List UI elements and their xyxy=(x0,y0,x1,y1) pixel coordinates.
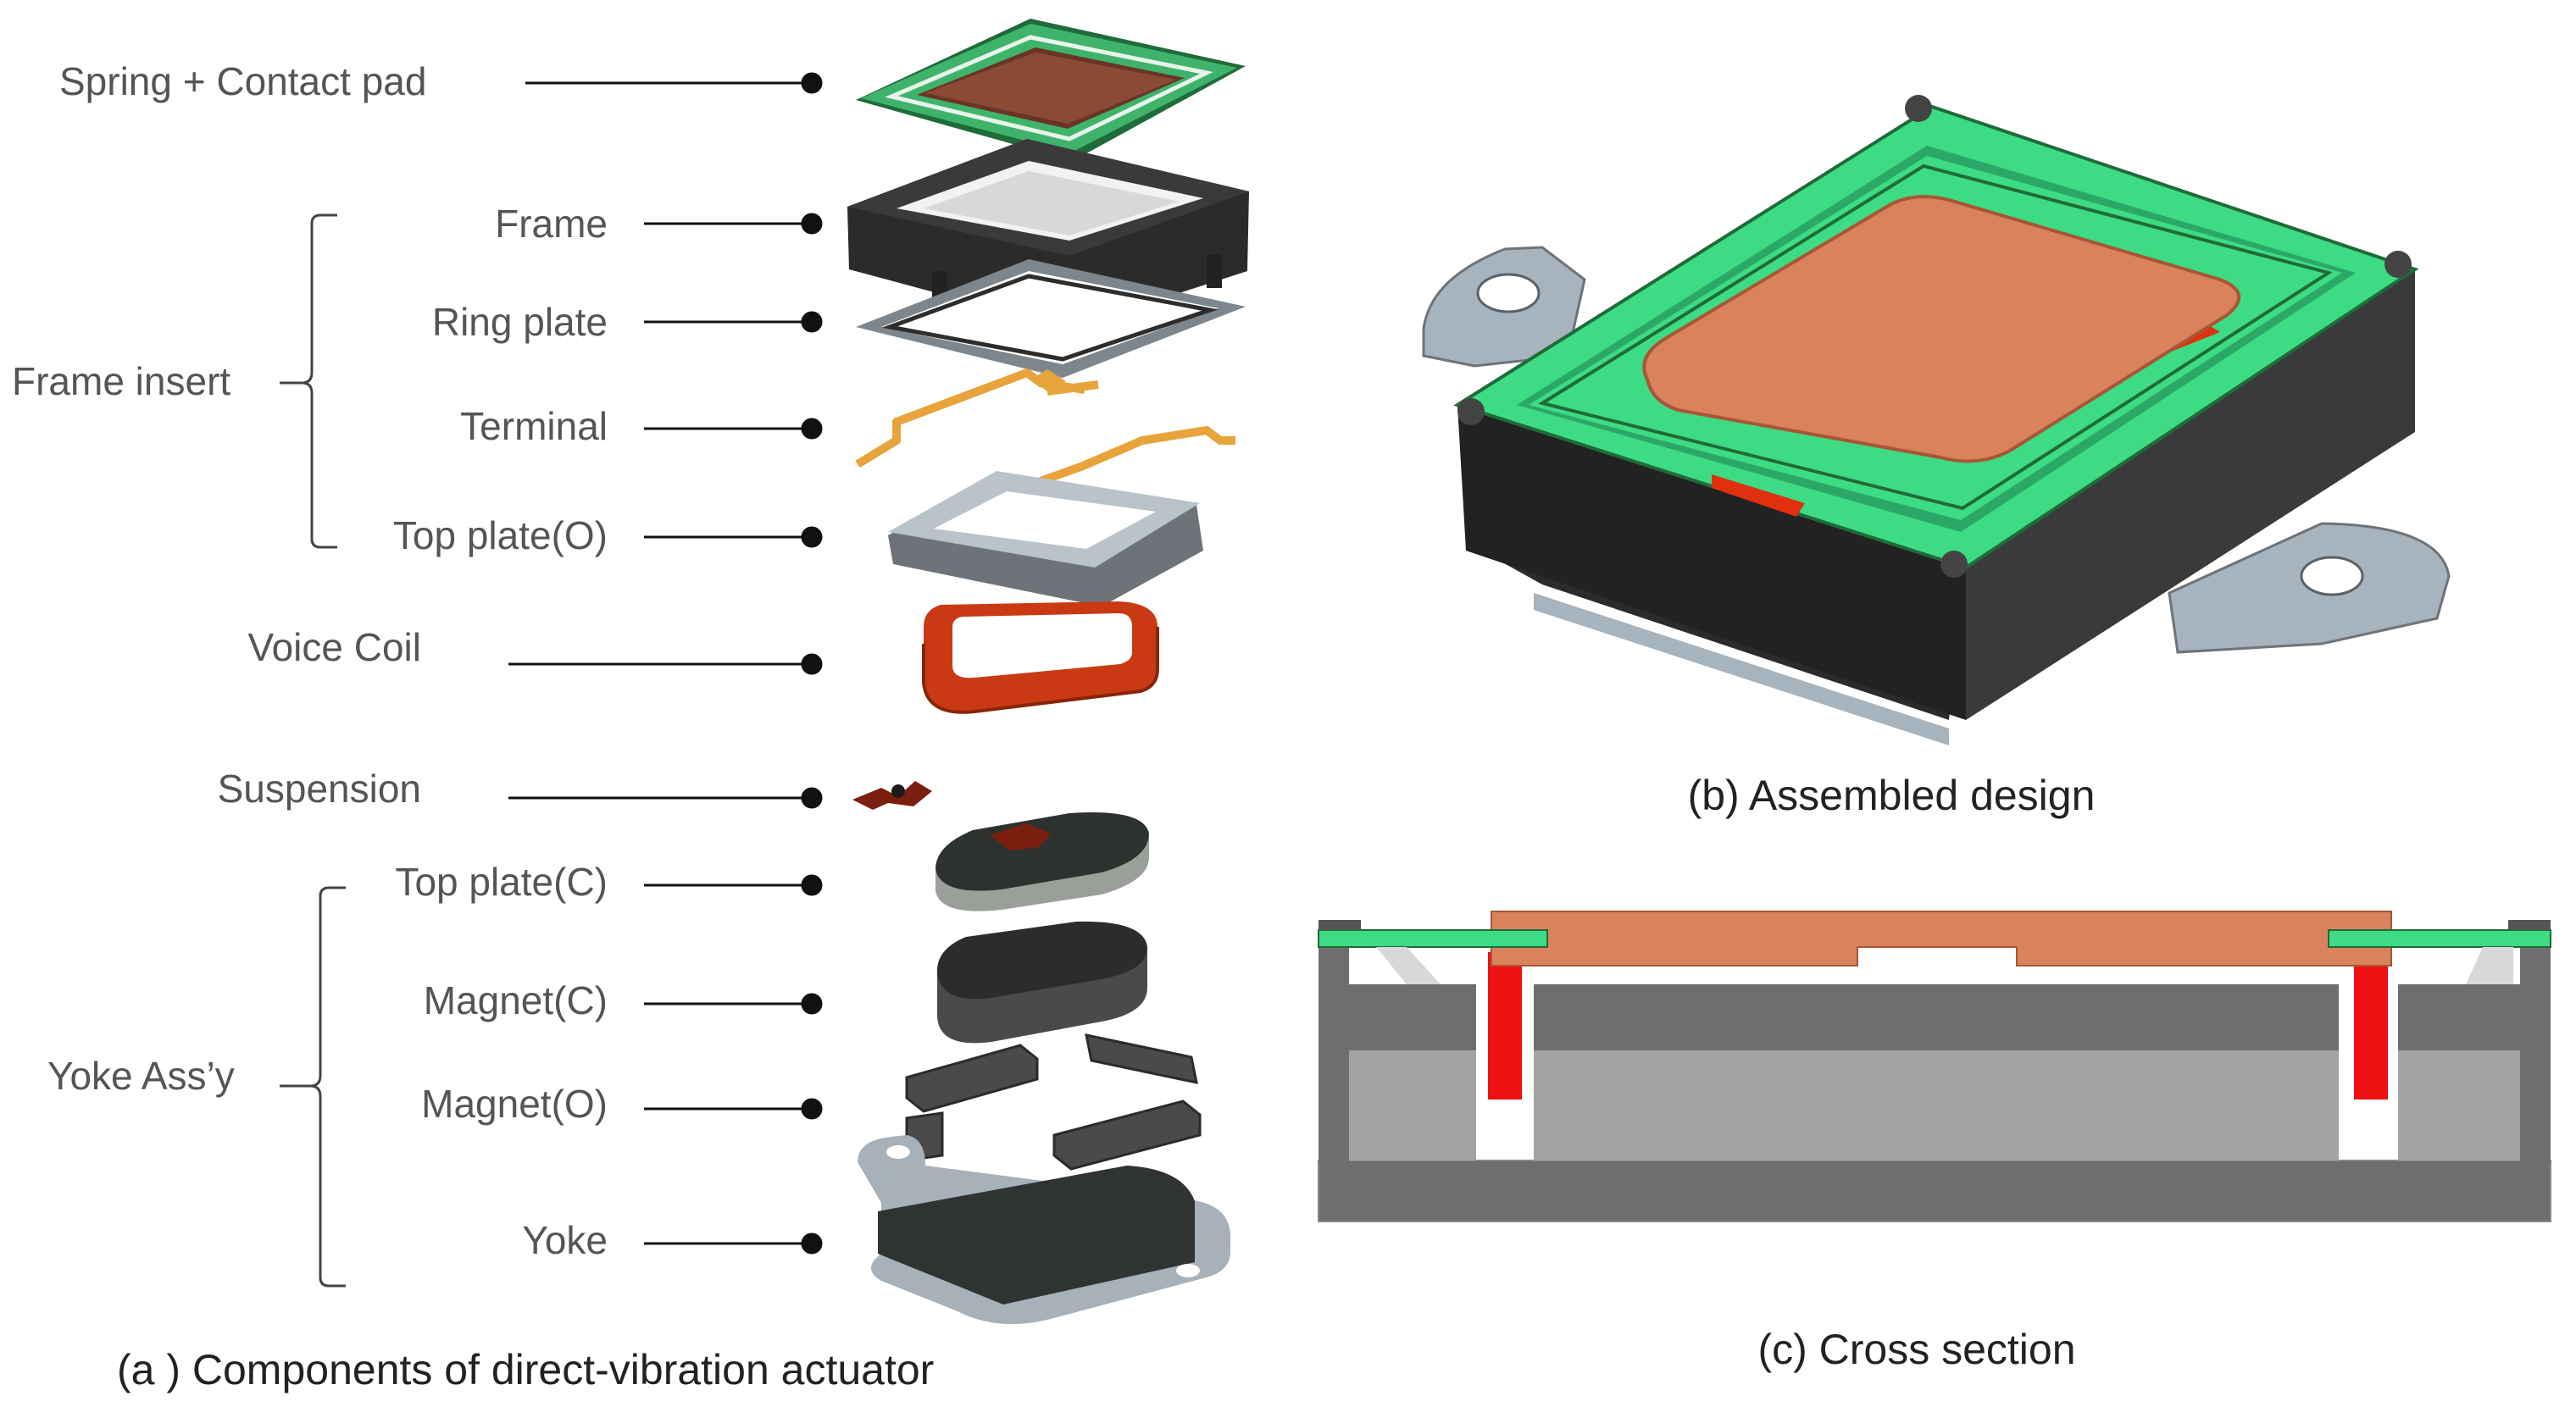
section-coil-right xyxy=(2354,952,2388,1100)
label-frame-insert: Frame insert xyxy=(12,359,230,403)
contact-pad xyxy=(1642,195,2241,463)
top-plate-o-part xyxy=(888,471,1203,607)
caption-c: (c) Cross section xyxy=(1757,1326,2075,1373)
leader-dot xyxy=(801,993,823,1015)
section-top-plate-o-left xyxy=(1349,984,1476,1050)
leader-dot xyxy=(801,787,823,809)
voice-coil-part xyxy=(922,601,1159,714)
label-ring-plate: Ring plate xyxy=(432,300,608,344)
top-plate-c-part xyxy=(935,812,1149,911)
label-terminal: Terminal xyxy=(460,404,608,448)
section-contact-pad xyxy=(1491,911,2392,967)
section-magnet-o-left xyxy=(1349,1050,1476,1160)
leader-dot xyxy=(801,653,823,675)
mount-hole-left xyxy=(1476,273,1541,313)
leader-dot xyxy=(801,526,823,548)
group-brackets xyxy=(280,213,346,1288)
caption-b: (b) Assembled design xyxy=(1688,772,2096,819)
corner-bump xyxy=(1940,551,1968,578)
label-yoke-assy: Yoke Ass’y xyxy=(47,1054,235,1098)
label-top-plate-o: Top plate(O) xyxy=(393,513,608,557)
section-coil-left xyxy=(1488,952,1522,1100)
label-magnet-c: Magnet(C) xyxy=(424,978,608,1022)
leader-dot xyxy=(801,213,823,235)
label-yoke: Yoke xyxy=(522,1218,608,1262)
leader-dot xyxy=(801,72,823,94)
leader-dot xyxy=(801,1098,823,1120)
corner-bump xyxy=(2384,251,2412,278)
corner-bump xyxy=(1457,398,1485,425)
exploded-parts xyxy=(847,19,1249,1325)
section-top-plate-o-right xyxy=(2398,984,2520,1050)
yoke-part xyxy=(858,1135,1230,1325)
leader-dot xyxy=(801,418,823,440)
leader-lines xyxy=(508,72,823,1255)
label-top-plate-c: Top plate(C) xyxy=(395,860,608,904)
magnet-c-part xyxy=(937,921,1147,1044)
leader-dot xyxy=(801,1232,823,1255)
mount-hole-right xyxy=(2300,556,2364,596)
label-voice-coil: Voice Coil xyxy=(247,625,421,669)
section-spring-left xyxy=(1318,929,1548,948)
captions: (a ) Components of direct-vibration actu… xyxy=(117,772,2095,1393)
section-magnet-c xyxy=(1534,1050,2339,1160)
section-wall-left xyxy=(1319,925,1349,1162)
label-magnet-o: Magnet(O) xyxy=(421,1082,608,1126)
corner-bump xyxy=(1905,95,1932,122)
section-yoke-base xyxy=(1318,1160,2551,1222)
cross-section xyxy=(1318,911,2551,1222)
bracket-yoke-assy xyxy=(280,886,346,1288)
ring-plate-part xyxy=(856,259,1246,378)
bracket-frame-insert xyxy=(280,213,337,549)
section-wall-right xyxy=(2520,925,2551,1162)
component-labels: Spring + Contact pad Frame Ring plate Te… xyxy=(12,59,608,1262)
caption-a: (a ) Components of direct-vibration actu… xyxy=(117,1346,934,1393)
section-top-plate-c xyxy=(1534,984,2339,1050)
leader-dot xyxy=(801,874,823,896)
spring-contact-pad-part xyxy=(856,19,1246,161)
section-magnet-o-right xyxy=(2398,1050,2520,1160)
label-frame: Frame xyxy=(495,202,608,246)
magnet-o-part xyxy=(905,1033,1202,1171)
label-spring-contact-pad: Spring + Contact pad xyxy=(59,59,426,103)
leader-dot xyxy=(801,311,823,333)
assembled-design xyxy=(1422,95,2451,745)
label-suspension: Suspension xyxy=(218,767,421,811)
section-spring-right xyxy=(2328,929,2551,948)
suspension-part xyxy=(852,781,932,810)
